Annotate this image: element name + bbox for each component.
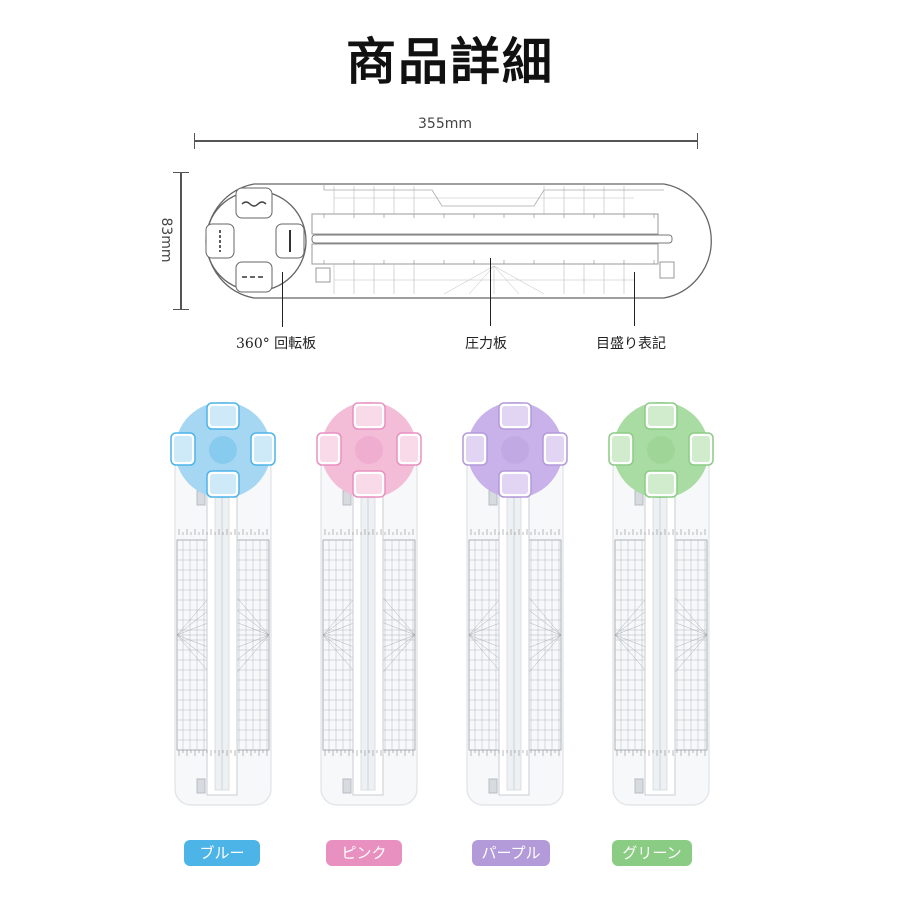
rotating-head xyxy=(175,402,271,498)
pressure-plate-label: 圧力板 xyxy=(465,336,507,352)
scale-marking-callout-line xyxy=(634,272,635,326)
perforation-blade-icon xyxy=(205,223,235,259)
color-label-blue: ブルー xyxy=(184,840,260,866)
pressure-plate-callout-line xyxy=(490,258,491,326)
width-dimension-line xyxy=(194,133,698,149)
rotating-head xyxy=(613,402,709,498)
cutter-pink xyxy=(316,402,422,806)
cutter-purple xyxy=(462,402,568,806)
width-dimension-label: 355mm xyxy=(418,116,472,132)
scale-marking-label: 目盛り表記 xyxy=(596,336,666,352)
dashed-blade-icon xyxy=(235,261,273,293)
color-label-pink: ピンク xyxy=(326,840,402,866)
wave-blade-icon xyxy=(235,187,273,219)
rotating-plate-label: 360° 回転板 xyxy=(236,336,317,352)
product-color-variants xyxy=(170,402,714,806)
height-dimension-label: 83mm xyxy=(158,217,174,263)
cutter-green xyxy=(608,402,714,806)
rotating-plate-callout-line xyxy=(282,272,283,327)
page-title: 商品詳細 xyxy=(346,32,554,91)
height-dimension-line xyxy=(173,172,189,310)
cutter-outline-diagram xyxy=(205,183,712,299)
rotating-head xyxy=(467,402,563,498)
color-label-green: グリーン xyxy=(612,840,692,866)
rotating-head xyxy=(321,402,417,498)
cutter-blue xyxy=(170,402,276,806)
straight-blade-icon xyxy=(275,223,305,259)
color-label-purple: パープル xyxy=(472,840,550,866)
